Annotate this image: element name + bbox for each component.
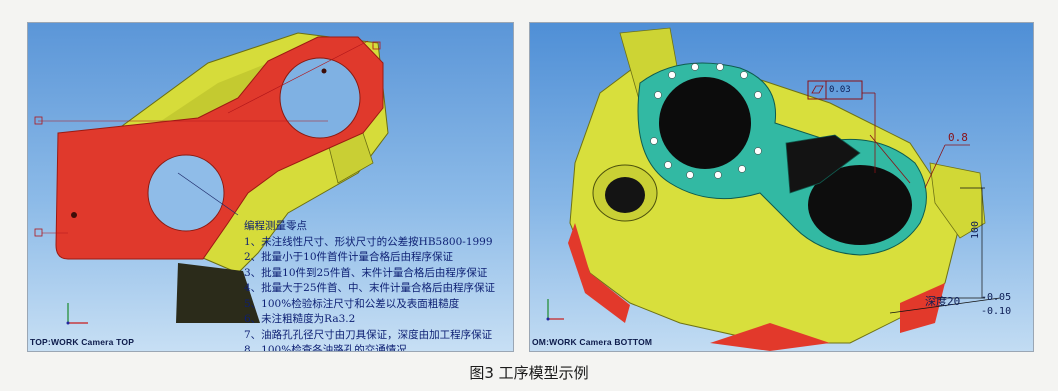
left-model-view: 编程测量零点 1、未注线性尺寸、形状尺寸的公差按HB5800-1999 2、批量… xyxy=(27,22,514,352)
figure-caption: 图3 工序模型示例 xyxy=(469,364,589,382)
note-item: 6、未注粗糙度为Ra3.2 xyxy=(244,313,356,325)
programming-notes: 编程测量零点 1、未注线性尺寸、形状尺寸的公差按HB5800-1999 2、批量… xyxy=(244,219,496,352)
right-part-drawing xyxy=(546,27,1001,351)
note-item: 8、100%检查各油路孔的交通情况 xyxy=(244,344,407,352)
note-item: 5、100%检验标注尺寸和公差以及表面粗糙度 xyxy=(244,297,460,310)
notes-title: 编程测量零点 xyxy=(244,220,307,232)
note-item: 7、油路孔孔径尺寸由刀具保证，深度由加工程序保证 xyxy=(244,328,493,341)
dimension-100-label: 100 xyxy=(970,220,981,239)
note-item: 3、批量10件到25件首、末件计量合格后由程序保证 xyxy=(244,266,488,279)
note-item: 4、批量大于25件首、中、末件计量合格后由程序保证 xyxy=(244,282,496,294)
right-model-view: 0.03 0.8 100 深度20 -0.05 -0.10 OM:WORK Ca… xyxy=(529,22,1034,352)
camera-label: TOP:WORK Camera TOP xyxy=(30,337,135,347)
note-item: 2、批量小于10件首件计量合格后由程序保证 xyxy=(244,251,454,263)
surface-roughness-label: 0.8 xyxy=(948,131,968,144)
tolerance-frame-value: 0.03 xyxy=(829,85,851,95)
note-item: 1、未注线性尺寸、形状尺寸的公差按HB5800-1999 xyxy=(244,235,493,248)
camera-label: OM:WORK Camera BOTTOM xyxy=(532,337,653,347)
tolerance-lower: -0.10 xyxy=(981,306,1012,317)
left-part-drawing xyxy=(34,32,389,325)
tolerance-upper: -0.05 xyxy=(981,292,1012,303)
depth-label: 深度20 xyxy=(925,295,961,308)
